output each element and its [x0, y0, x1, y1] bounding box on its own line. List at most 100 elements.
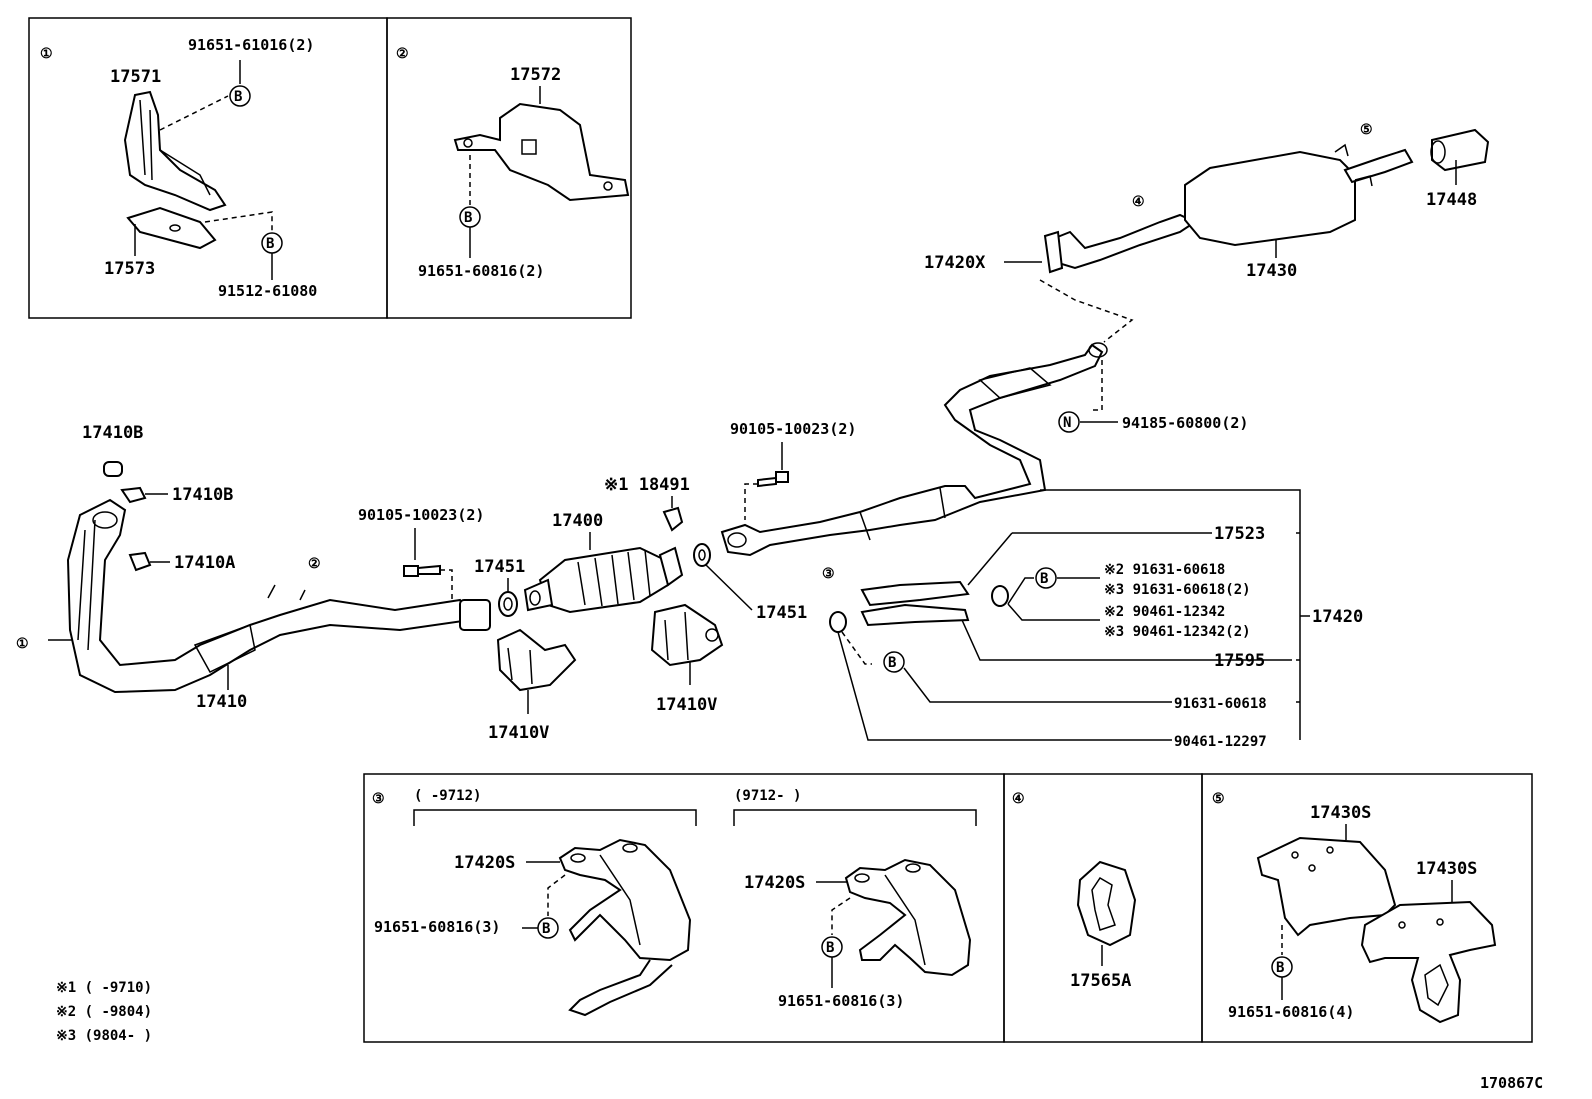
center-pipe-17420: [720, 342, 1108, 557]
sensor-18491: [662, 506, 684, 532]
inset-1-part-17573: 17573: [104, 259, 155, 279]
inset-3-range-left: ( -9712): [414, 788, 481, 804]
inset-2-bolt: 91651-60816(2): [418, 262, 544, 280]
main-marker-1: ①: [16, 636, 29, 652]
label-17410B: 17410B: [172, 485, 233, 505]
inset-1-bolt-top: 91651-61016(2): [188, 36, 314, 54]
tail-tip-17448: [1430, 128, 1490, 172]
label-91631-a: 91631-60618: [1174, 696, 1267, 712]
main-marker-2: ②: [308, 556, 321, 572]
inset-5-part-a: 17430S: [1310, 803, 1371, 823]
clamp-90461-12342: [991, 585, 1009, 607]
b-mark-inset3-right: B: [821, 936, 843, 988]
inset-1-part-17571: 17571: [110, 67, 161, 87]
leader-17523-a: [967, 532, 1013, 586]
label-17410V-a: 17410V: [488, 723, 549, 743]
label-17448: 17448: [1426, 190, 1477, 210]
n-mark: N: [1058, 411, 1080, 433]
label-17410V-b: 17410V: [656, 695, 717, 715]
range-bracket-right: [733, 809, 977, 826]
inset-2-part-17572: 17572: [510, 65, 561, 85]
label-17400: 17400: [552, 511, 603, 531]
label-94185: 94185-60800(2): [1122, 414, 1248, 432]
inset-1-dash-bottom: [204, 211, 273, 232]
main-marker-5: ⑤: [1360, 122, 1373, 138]
bracket-17573: [126, 206, 217, 250]
inset-5-part-b: 17430S: [1416, 859, 1477, 879]
gasket-17451-a: [498, 591, 518, 617]
label-17410B-top: 17410B: [82, 423, 143, 443]
clamp-90461-12297: [829, 611, 847, 633]
leader-91631-a: [903, 667, 1172, 703]
b-mark-inset1-bottom: B: [261, 232, 283, 280]
inset-4-part-17565A: 17565A: [1070, 971, 1131, 991]
range-bracket-left: [413, 809, 697, 826]
insulator-17410V-b: [650, 603, 724, 667]
leader-note-3: [1007, 603, 1100, 621]
gasket-17451-b: [693, 543, 711, 567]
leader-b-right: [1007, 577, 1034, 605]
svg-text:B: B: [1276, 960, 1284, 976]
note-line-1: ※2 91631-60618: [1104, 562, 1225, 578]
inset-2-marker: ②: [396, 46, 409, 62]
nut-17410A: [128, 551, 152, 572]
inset-5-frame: [1201, 773, 1533, 1043]
label-17451-a: 17451: [474, 557, 525, 577]
label-17420: 17420: [1312, 607, 1363, 627]
footnote-2: ※2 ( -9804): [56, 1004, 152, 1020]
inset-3-dash-left: [547, 874, 566, 916]
footnote-3: ※3 (9804- ): [56, 1028, 152, 1044]
b-mark-inset3-left: B: [537, 917, 559, 939]
svg-text:B: B: [1040, 571, 1048, 587]
bracket-17523: [860, 580, 970, 607]
b-mark-inset1-top: B: [229, 60, 251, 107]
inset-3-range-right: (9712- ): [734, 788, 801, 804]
diagram-code: 170867C: [1480, 1074, 1543, 1092]
b-mark-right: B: [1035, 567, 1057, 589]
dash-bolt-right: [744, 483, 758, 520]
bracket-17430S-b: [1360, 900, 1497, 1024]
main-marker-4: ④: [1132, 194, 1145, 210]
note-line-3: ※2 90461-12342: [1104, 604, 1225, 620]
bracket-17571: [123, 90, 227, 212]
inset-2-frame: [386, 17, 632, 319]
inset-5-bolt: 91651-60816(4): [1228, 1003, 1354, 1021]
hanger-17420S-right: [844, 858, 972, 977]
insulator-17410V-a: [496, 628, 577, 692]
nut-17410B: [120, 486, 147, 504]
svg-text:B: B: [826, 940, 834, 956]
label-18491: ※1 18491: [604, 475, 690, 495]
label-17410: 17410: [196, 692, 247, 712]
inset-1-frame: [28, 17, 388, 319]
group-bracket-17420: [1040, 489, 1301, 740]
label-17420X: 17420X: [924, 253, 986, 273]
b-mark-inset5: B: [1271, 956, 1293, 1000]
dash-n-nut: [1090, 360, 1103, 411]
svg-text:N: N: [1063, 415, 1071, 431]
label-17430: 17430: [1246, 261, 1297, 281]
bracket-17430S-a: [1256, 836, 1397, 937]
leader-90461-12297: [837, 631, 1172, 741]
b-mark-inset2: B: [459, 206, 481, 258]
inset-3-part-right: 17420S: [744, 873, 805, 893]
dash-b-lower: [841, 631, 872, 665]
svg-text:B: B: [266, 236, 274, 252]
bolt-90105-right: [757, 471, 789, 488]
svg-text:B: B: [888, 655, 896, 671]
dash-bolt-mid: [440, 569, 453, 600]
b-mark-lower: B: [883, 651, 905, 673]
label-17523: 17523: [1214, 524, 1265, 544]
svg-text:B: B: [542, 921, 550, 937]
label-bolt-mid: 90105-10023(2): [358, 506, 484, 524]
footnote-1: ※1 ( -9710): [56, 980, 152, 996]
leader-17451-b: [705, 564, 753, 611]
inset-1-bolt-bottom: 91512-61080: [218, 282, 317, 300]
tail-pipe-17430: [1043, 143, 1414, 274]
label-17595: 17595: [1214, 651, 1265, 671]
svg-text:B: B: [234, 89, 242, 105]
inset-4-marker: ④: [1012, 791, 1025, 807]
main-marker-3: ③: [822, 566, 835, 582]
label-17451-b: 17451: [756, 603, 807, 623]
bracket-17595: [860, 603, 970, 627]
